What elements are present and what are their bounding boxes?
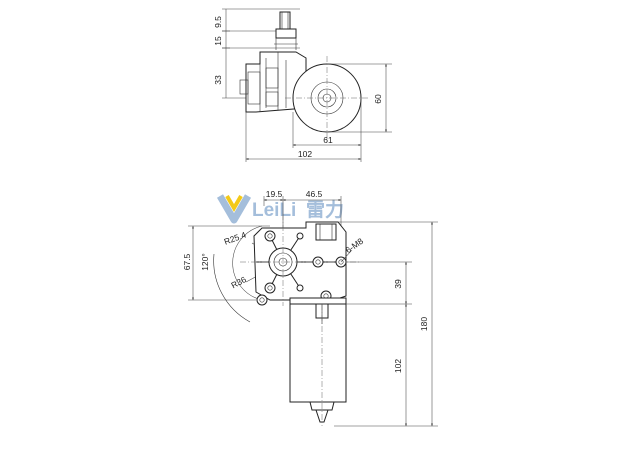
dim-102-motor: 102 bbox=[393, 359, 403, 373]
dim-9-5: 9.5 bbox=[213, 16, 223, 28]
dim-67-5: 67.5 bbox=[182, 253, 192, 270]
motor-can bbox=[289, 303, 347, 403]
dim-angle-120: 120° bbox=[200, 253, 210, 271]
dim-r36: R36 bbox=[229, 274, 248, 290]
brand-chinese: 雷力 bbox=[306, 198, 344, 221]
gearbox-neck bbox=[289, 297, 347, 305]
dim-102-top: 102 bbox=[298, 149, 312, 159]
dim-39: 39 bbox=[393, 279, 403, 289]
dim-33: 33 bbox=[213, 75, 223, 85]
terminal-block bbox=[275, 28, 297, 39]
gearbox-body bbox=[253, 221, 347, 301]
brand-latin: LeiLi bbox=[252, 200, 296, 221]
gearbox-housing bbox=[245, 51, 307, 113]
dim-6-m8: 6-M8 bbox=[343, 236, 365, 255]
terminal-pin bbox=[279, 11, 291, 30]
front-view: 19.5 46.5 67.5 120° R36 R25.4 bbox=[182, 189, 438, 427]
dim-15: 15 bbox=[213, 36, 223, 46]
brand-logo: LeiLi 雷力 bbox=[216, 194, 344, 224]
dim-r25-4: R25.4 bbox=[223, 230, 248, 247]
dim-180: 180 bbox=[419, 317, 429, 331]
connector-box bbox=[315, 223, 337, 241]
dim-61: 61 bbox=[323, 135, 333, 145]
top-view: 9.5 15 33 60 6 bbox=[213, 8, 392, 162]
dim-60: 60 bbox=[373, 94, 383, 104]
dim-46-5: 46.5 bbox=[306, 189, 323, 199]
dim-19-5: 19.5 bbox=[266, 189, 283, 199]
